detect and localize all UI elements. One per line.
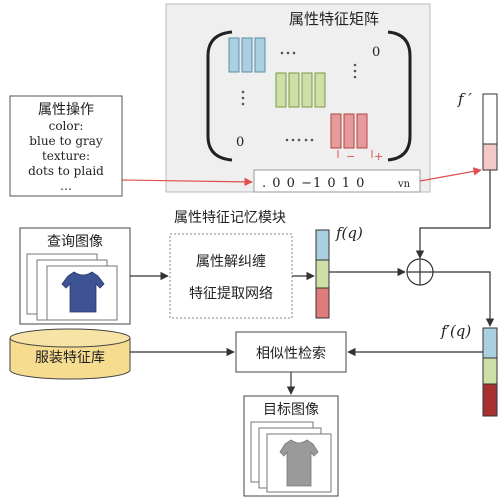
attribute-op-line: blue to gray — [29, 134, 103, 148]
gray-dress-icon — [279, 439, 319, 487]
clothing-db-cylinder: 服装特征库 — [9, 328, 131, 380]
blue-dress-icon — [61, 271, 105, 313]
matrix-zero-top: 0 — [372, 45, 380, 60]
query-image-label: 查询图像 — [47, 234, 103, 250]
similarity-search-label: 相似性检索 — [256, 345, 326, 362]
disentangle-label-line1: 属性解纠缠 — [196, 253, 266, 270]
attribute-operation-box: 属性操作 color: blue to gray texture: dots t… — [9, 95, 123, 197]
target-image-label: 目标图像 — [263, 402, 319, 418]
red-feature-block — [330, 113, 368, 149]
matrix-ellipsis-dots — [241, 51, 357, 142]
matrix-right-bracket — [387, 30, 412, 162]
f-prime-q-vector — [482, 327, 498, 417]
matrix-zero-bottom: 0 — [236, 135, 244, 150]
disentangle-label-line2: 特征提取网络 — [189, 286, 273, 302]
f-q-label: f(q) — [335, 224, 363, 242]
attribute-op-line: texture: — [42, 149, 90, 163]
attribute-op-line: dots to plaid — [28, 164, 104, 178]
attribute-op-line: … — [60, 179, 72, 193]
disentangle-network-box: 属性解纠缠 特征提取网络 — [169, 233, 293, 319]
attribute-op-line: color: — [49, 119, 84, 133]
memory-module-label: 属性特征记忆模块 — [174, 210, 286, 226]
f-prime-label: f ′ — [457, 90, 472, 108]
manipulation-vector-unit: vn — [397, 179, 411, 190]
attribute-op-arrow — [121, 177, 253, 187]
blue-feature-block — [228, 37, 266, 73]
matrix-left-bracket — [206, 30, 233, 162]
matrix-minus-sign: − — [346, 150, 355, 163]
vector-to-f-prime-arrow — [419, 167, 482, 182]
attribute-op-title: 属性操作 — [38, 102, 94, 118]
target-image-group: 目标图像 — [243, 395, 339, 497]
matrix-plus-sign: + — [374, 150, 383, 163]
query-image-group: 查询图像 — [19, 227, 131, 325]
plus-to-f-prime-q-arrow — [433, 271, 495, 327]
vector-addition-icon — [406, 258, 434, 286]
f-prime-to-plus-arrow — [415, 170, 491, 259]
manipulation-vector-values: . 0 0 −1 0 1 0 — [262, 176, 365, 191]
matrix-title: 属性特征矩阵 — [289, 10, 379, 28]
clothing-db-label: 服装特征库 — [35, 350, 105, 366]
f-q-vector — [315, 229, 330, 319]
f-prime-vector — [482, 93, 498, 171]
attribute-feature-matrix: 属性特征矩阵 0 — [165, 3, 431, 193]
green-feature-block — [275, 72, 326, 108]
f-prime-q-label: f′(q) — [440, 322, 471, 340]
similarity-search-box: 相似性检索 — [235, 331, 347, 373]
